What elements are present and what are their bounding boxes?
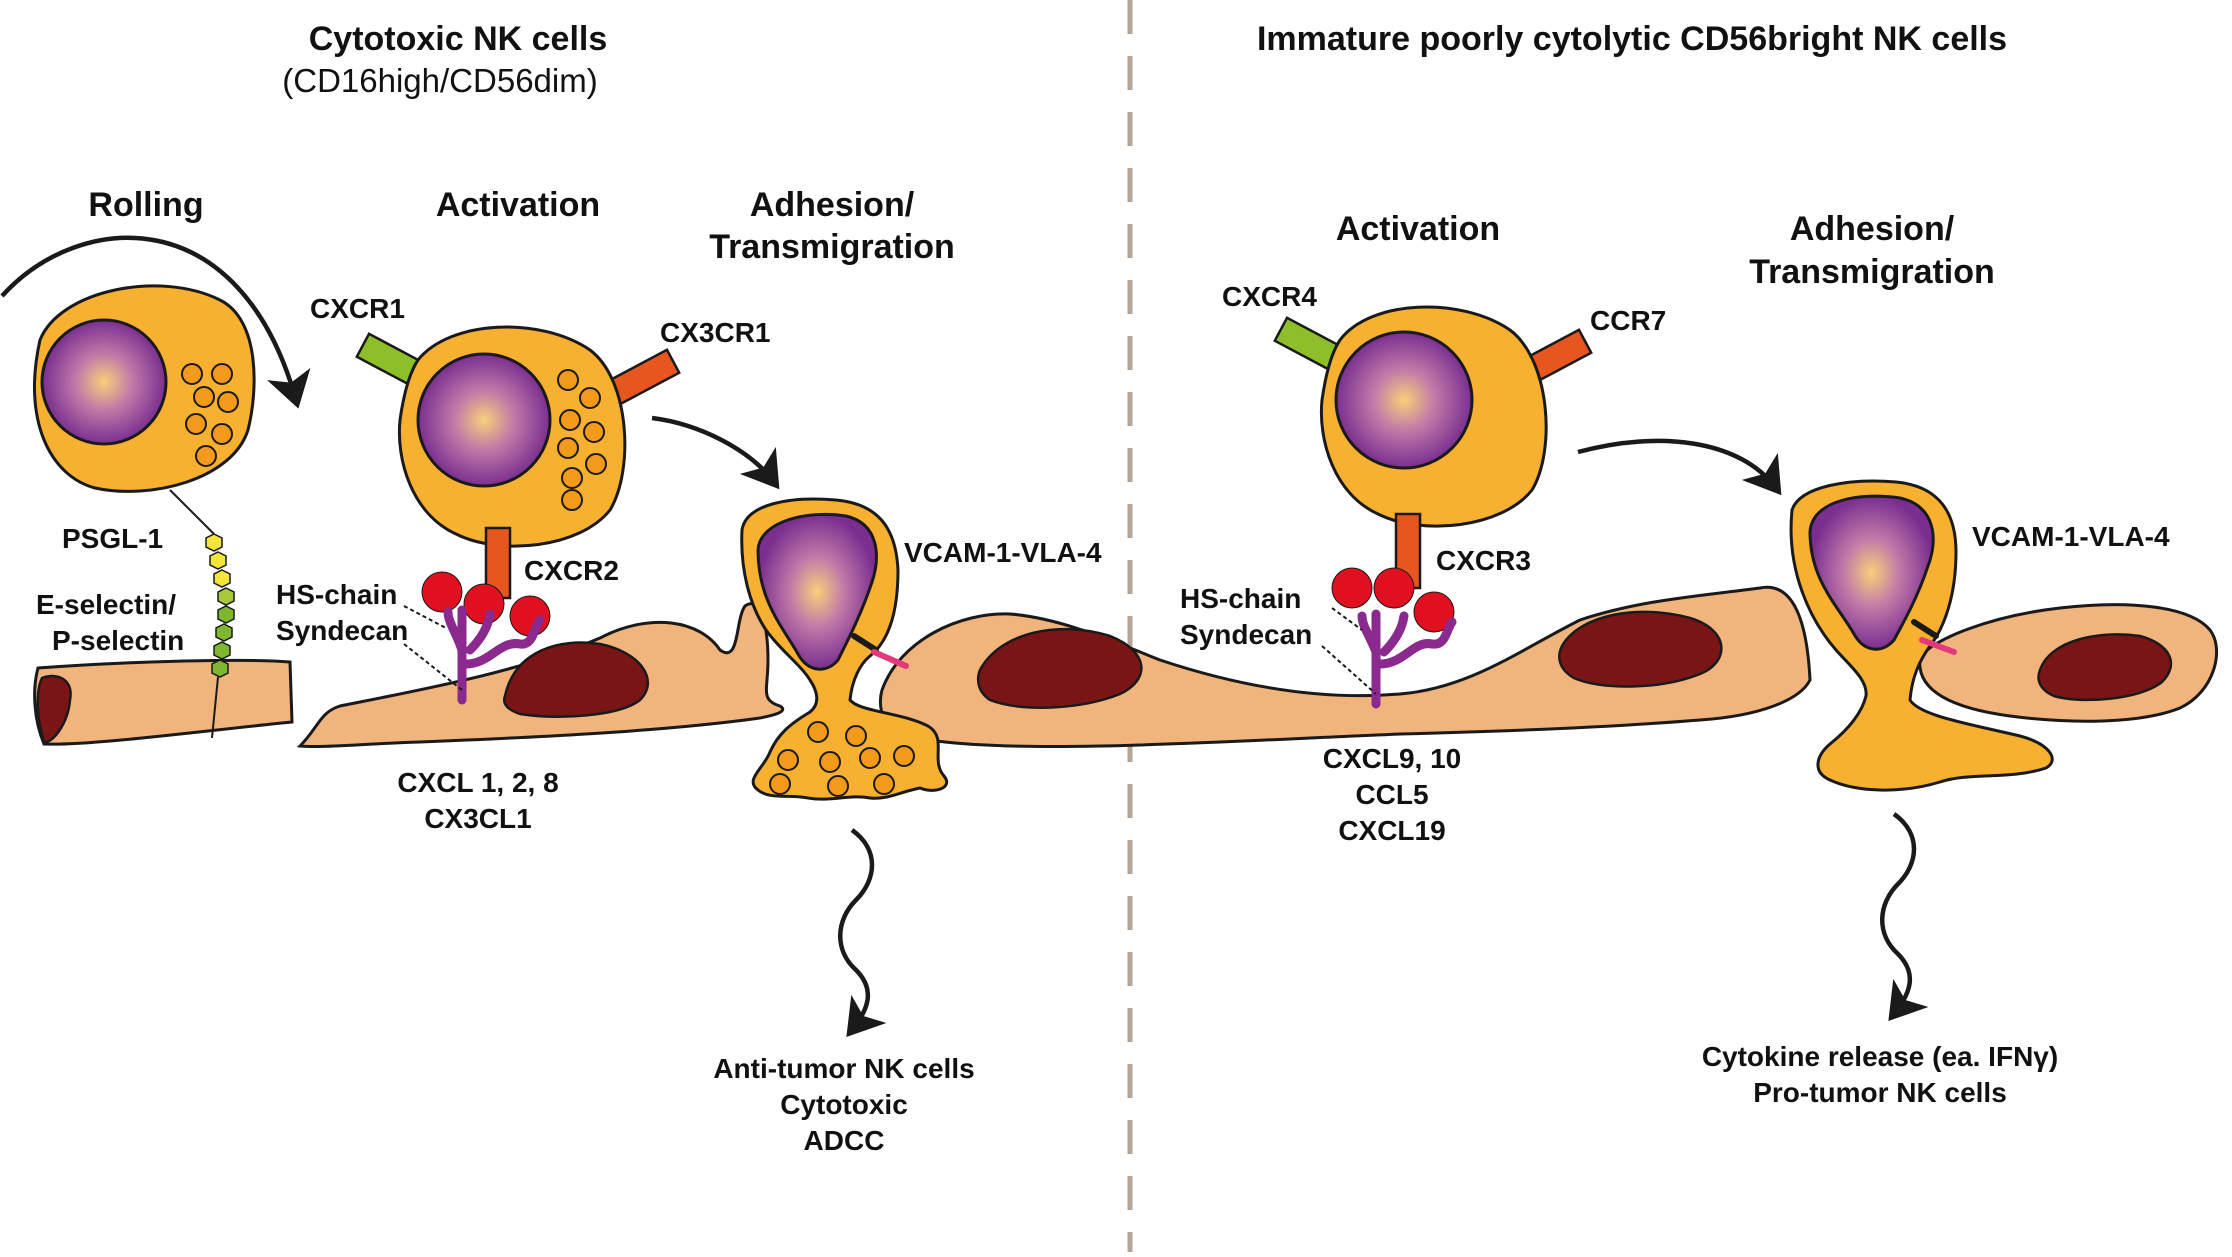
psgl1-tether — [169, 489, 215, 535]
label-cxcr1: CXCR1 — [310, 293, 405, 324]
transmigrating-nk-nucleus-right — [1808, 494, 1935, 651]
syndecan-pointer-right — [1321, 645, 1377, 695]
outcome-left-2: Cytotoxic — [780, 1089, 908, 1120]
vcam1-right — [1919, 637, 1957, 655]
outcome-right-2: Pro-tumor NK cells — [1753, 1077, 2007, 1108]
label-selectin-2: P-selectin — [52, 625, 184, 656]
stage-adhesion-left-2: Transmigration — [709, 228, 955, 266]
outcome-right-1: Cytokine release (ea. IFNγ) — [1702, 1041, 2058, 1072]
label-vcam-right: VCAM-1-VLA-4 — [1972, 521, 2170, 552]
label-cxcl-right-1: CXCL9, 10 — [1323, 743, 1462, 774]
endothelial-nucleus-3 — [976, 627, 1143, 709]
transition-arrow-right — [1577, 438, 1782, 496]
transmigrating-nk-nucleus-left — [756, 512, 878, 671]
label-syndecan-right: Syndecan — [1180, 619, 1312, 650]
label-cxcl-right-3: CXCL19 — [1338, 815, 1445, 846]
left-title: Cytotoxic NK cells — [309, 20, 608, 58]
label-ccr7: CCR7 — [1590, 305, 1666, 336]
activation-granules-left — [557, 369, 607, 511]
outcome-left-1: Anti-tumor NK cells — [713, 1053, 974, 1084]
endothelial-nucleus-4 — [1558, 610, 1723, 688]
label-cx3cr1: CX3CR1 — [660, 317, 770, 348]
endothelial-nucleus-5 — [2037, 633, 2173, 702]
label-selectin-1: E-selectin/ — [36, 589, 176, 620]
psgl1-chain — [205, 533, 235, 678]
chemokines-right — [1331, 567, 1455, 633]
stage-activation-right: Activation — [1336, 210, 1500, 248]
left-subtitle: (CD16high/CD56dim) — [282, 62, 597, 99]
label-cxcl-left-2: CX3CL1 — [424, 803, 531, 834]
vcam1-left — [871, 649, 909, 669]
rolling-arrow — [0, 235, 311, 409]
stage-activation-left: Activation — [436, 186, 600, 224]
endothelial-cell-3 — [878, 585, 1812, 748]
endothelial-nucleus-2 — [503, 641, 650, 718]
syndecan-left — [443, 605, 545, 705]
label-psgl1: PSGL-1 — [62, 523, 163, 554]
right-title: Immature poorly cytolytic CD56bright NK … — [1257, 20, 2007, 58]
vla4-right — [1911, 619, 1939, 639]
outcome-arrow-right — [1880, 812, 1929, 1022]
label-cxcl-left-1: CXCL 1, 2, 8 — [397, 767, 558, 798]
label-cxcr3: CXCR3 — [1436, 545, 1531, 576]
label-vcam-left: VCAM-1-VLA-4 — [904, 537, 1102, 568]
vla4-left — [851, 633, 879, 653]
rolling-granules — [181, 363, 239, 467]
transmigrating-granules-left — [769, 721, 915, 797]
endothelial-nucleus-1 — [36, 674, 72, 744]
label-hs-chain-left: HS-chain — [276, 579, 397, 610]
outcome-left-3: ADCC — [804, 1125, 885, 1156]
activation-nk-nucleus-left — [416, 352, 552, 488]
label-hs-chain-right: HS-chain — [1180, 583, 1301, 614]
activation-nk-nucleus-right — [1334, 330, 1474, 470]
hs-chain-pointer-left — [403, 605, 447, 629]
hs-chain-pointer-right — [1331, 607, 1363, 631]
syndecan-pointer-left — [403, 643, 463, 691]
stage-adhesion-left-1: Adhesion/ — [750, 186, 915, 224]
endothelial-cell-1 — [33, 658, 294, 746]
rolling-nk-nucleus — [40, 318, 168, 446]
selectin-stalk — [211, 676, 219, 739]
stage-rolling: Rolling — [88, 186, 203, 224]
syndecan-right — [1357, 609, 1457, 709]
label-cxcl-right-2: CCL5 — [1355, 779, 1428, 810]
transition-arrow-left — [651, 415, 780, 490]
label-cxcr2: CXCR2 — [524, 555, 619, 586]
label-cxcr4: CXCR4 — [1222, 281, 1317, 312]
stage-adhesion-right-2: Transmigration — [1749, 253, 1995, 291]
stage-adhesion-right-1: Adhesion/ — [1790, 210, 1955, 248]
label-syndecan-left: Syndecan — [276, 615, 408, 646]
outcome-arrow-left — [838, 828, 887, 1038]
